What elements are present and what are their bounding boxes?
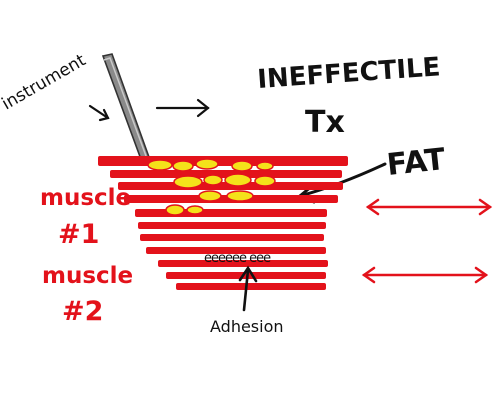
instrument-pointer-arrow-icon: [88, 104, 110, 122]
fat-globule: [256, 161, 274, 171]
fat-globule: [226, 190, 254, 202]
fat-globule: [198, 190, 222, 202]
pen-instrument-icon: [101, 53, 152, 163]
title-line-2: Tx: [305, 105, 345, 140]
fat-globule: [203, 174, 223, 186]
muscle-layers: [98, 156, 348, 290]
muscle-stripe: [176, 283, 326, 290]
muscle-stripe: [98, 156, 348, 166]
muscle-stripe: [135, 209, 327, 217]
fat-globule: [172, 160, 194, 172]
title-line-1: INEFFECTILE: [256, 52, 441, 95]
muscle-1-number: #1: [58, 219, 99, 250]
instrument-label: instrument: [0, 50, 90, 114]
fat-globules: [147, 158, 276, 216]
muscle-stripe: [146, 247, 326, 254]
fat-globule: [186, 205, 204, 215]
fat-label: FAT: [385, 142, 447, 183]
muscle-1-label: muscle: [40, 185, 131, 211]
adhesion-scribble: eeeeee eee: [204, 251, 271, 266]
muscle-stripe: [158, 260, 328, 267]
adhesion-pointer-arrow-icon: [238, 265, 258, 312]
adhesion-label: Adhesion: [210, 317, 284, 336]
muscle-stripe: [140, 234, 324, 241]
double-arrow-icon: [361, 266, 489, 284]
fat-globule: [173, 175, 203, 189]
muscle-stripe: [166, 272, 326, 279]
fat-globule: [147, 159, 173, 171]
muscle-stripe: [138, 222, 326, 229]
muscle-2-number: #2: [62, 296, 103, 327]
double-arrow-icon: [365, 198, 493, 216]
muscle-stripe: [110, 170, 342, 178]
muscle-2-label: muscle: [42, 263, 133, 289]
fat-globule: [195, 158, 219, 170]
fat-globule: [165, 204, 185, 216]
fat-globule: [254, 175, 276, 187]
fat-globule: [231, 160, 253, 172]
arrow-icon: [155, 98, 210, 118]
fat-globule: [224, 173, 252, 187]
